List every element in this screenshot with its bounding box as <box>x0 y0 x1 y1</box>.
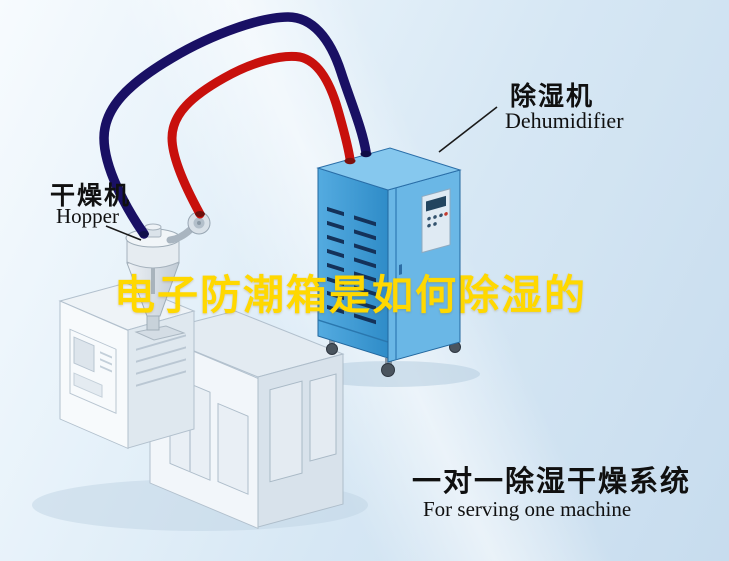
hose-collar-lid <box>139 231 149 237</box>
dryer-label-line <box>105 225 142 241</box>
return-air-hose <box>99 12 371 239</box>
caption-en: For serving one machine <box>423 497 632 521</box>
dehumidifier-label-zh: 除湿机 <box>510 81 595 111</box>
hopper-sight-glass <box>151 268 155 294</box>
dehumidifier-label-en: Dehumidifier <box>505 108 624 133</box>
caption-zh: 一对一除湿干燥系统 <box>412 466 692 498</box>
dryer-label-zh: 干燥机 <box>50 182 132 210</box>
blower-duct <box>166 226 194 244</box>
dry-air-hose <box>167 51 355 219</box>
headline-text: 电子防潮箱是如何除湿的 <box>114 272 587 318</box>
dryer-label-en: Hopper <box>56 204 119 228</box>
dehumidifier-panel-face <box>387 169 461 363</box>
hopper-dryer <box>125 211 211 331</box>
hose-stub-navy <box>360 150 372 158</box>
hose-collar-blower <box>195 211 205 217</box>
hose-stub-red <box>344 157 356 165</box>
extruder-machine <box>58 282 345 530</box>
dehumidifier-label-line <box>438 106 498 153</box>
dehumidifier-vent-face <box>317 167 389 359</box>
